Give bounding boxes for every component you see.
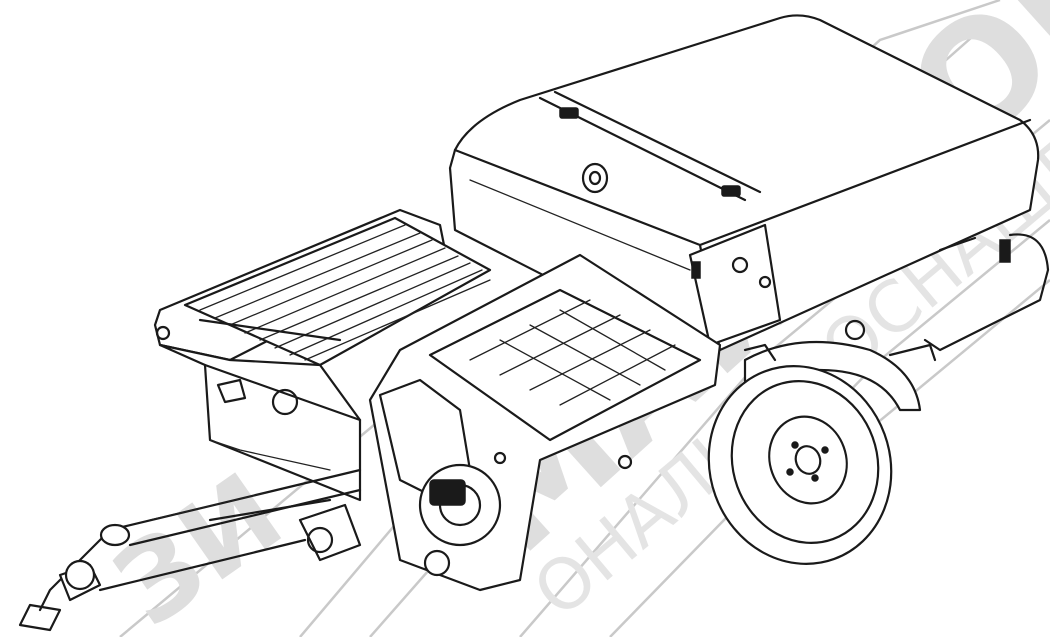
wheel-assembly [707,319,937,565]
hopper [153,208,492,502]
access-panel [688,223,782,347]
wheel-hub [768,415,848,505]
tank-grate [428,288,702,442]
lifting-eye-icon [581,162,609,194]
outlet-port-icon [423,549,451,577]
side-latch-icon [999,239,1011,263]
tow-bar [18,468,362,632]
hopper-clamp-icon [216,378,247,404]
motor-icon [429,479,466,506]
hood-latch-icon [721,185,741,197]
mixing-tank [368,253,722,592]
hood-latch-icon [559,107,579,119]
jockey-wheel-icon [99,523,131,547]
